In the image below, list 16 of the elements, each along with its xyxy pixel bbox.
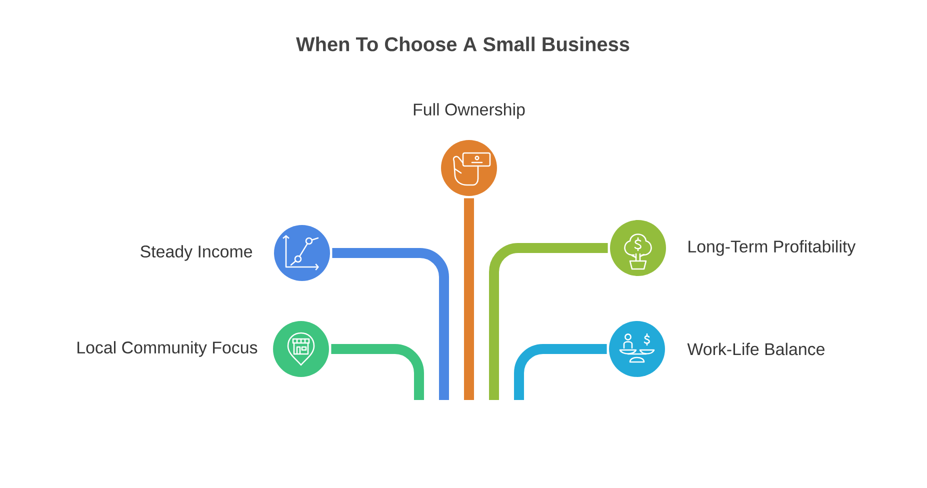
icon-circle: [273, 321, 329, 377]
item-label: Local Community Focus: [78, 341, 258, 357]
item-label: Full Ownership: [414, 103, 525, 119]
item-label: Steady Income: [140, 245, 252, 261]
connector-line: [489, 243, 608, 400]
connector-line: [331, 344, 424, 400]
title: When To Choose A Small Business: [296, 36, 630, 52]
icon-circle: [274, 225, 330, 281]
icon-circle: [609, 321, 665, 377]
connector-line: [514, 344, 607, 400]
connector-line: [332, 248, 449, 400]
item-label: Work-Life Balance: [687, 342, 824, 356]
icon-circle: [610, 220, 666, 276]
item-label: Long-Term Profitability: [688, 240, 856, 256]
connector-line: [464, 198, 474, 400]
icon-circle: [441, 140, 497, 196]
